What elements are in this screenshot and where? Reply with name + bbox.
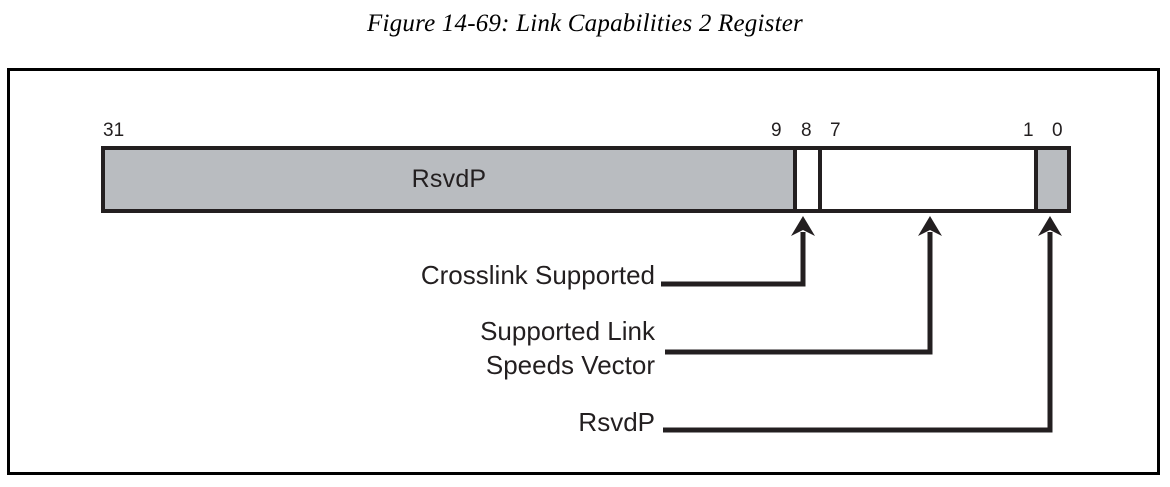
figure-title: Figure 14-69: Link Capabilities 2 Regist… [367,10,803,37]
callout-label-supported-link-speeds-vector: Supported Link Speeds Vector [480,316,655,381]
bit-number-31: 31 [103,120,125,141]
field-rsvdp-31-9-label: RsvdP [411,165,487,193]
bit-number-0: 0 [1052,120,1063,141]
bit-number-8: 8 [801,120,812,141]
field-rsvdp-bit0 [1038,150,1067,209]
field-crosslink-supported-bit8 [797,150,822,209]
field-rsvdp-31-9: RsvdP [105,150,797,209]
field-supported-link-speeds-vector-7-1 [822,150,1038,209]
bit-number-1: 1 [1023,120,1034,141]
register-bit-field-bar: RsvdP [101,146,1071,213]
bit-number-7: 7 [830,120,841,141]
bit-number-9: 9 [771,120,782,141]
callout-label-rsvdp-bit0: RsvdP [578,407,655,437]
callout-label-crosslink-supported: Crosslink Supported [420,260,655,290]
